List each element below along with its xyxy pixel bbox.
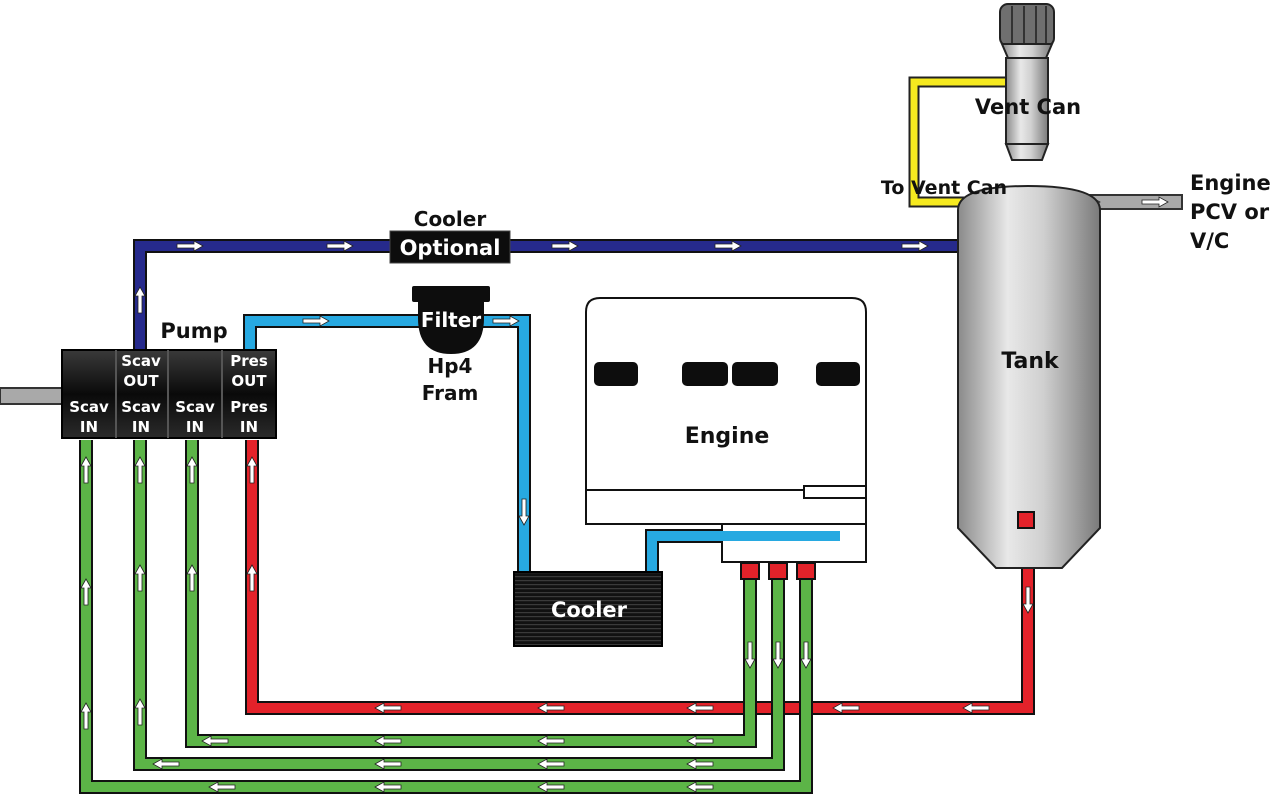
flow-arrow-icon <box>374 735 402 747</box>
flow-arrow-icon <box>208 781 236 793</box>
flow-arrow-icon <box>772 641 784 669</box>
cooler-label: Cooler <box>551 598 628 622</box>
flow-arrow-icon <box>134 456 146 484</box>
flow-arrow-icon <box>246 564 258 592</box>
vent-line <box>908 76 1010 208</box>
flow-arrow-icon <box>551 240 579 252</box>
pump-label: Pump <box>160 319 227 343</box>
filter-label: Filter <box>421 308 481 332</box>
flow-arrow-icon <box>134 564 146 592</box>
pump-port-label: Pres <box>230 352 268 370</box>
flow-arrow-icon <box>374 758 402 770</box>
flow-arrow-icon <box>686 781 714 793</box>
scavenge-in-line-2 <box>133 440 785 771</box>
engine-pcv-label-3: V/C <box>1190 229 1229 253</box>
engine-label: Engine <box>685 424 770 449</box>
pump-port-label: Scav <box>121 398 161 416</box>
flow-arrow-icon <box>800 641 812 669</box>
flow-arrow-icon <box>80 578 92 606</box>
pump-port-label: IN <box>80 418 98 436</box>
flow-arrow-icon <box>246 456 258 484</box>
engine: Engine <box>585 297 867 563</box>
filter-model-2: Fram <box>422 381 479 405</box>
flow-arrow-icon <box>186 564 198 592</box>
pump-port-label: OUT <box>231 372 267 390</box>
flow-arrow-icon <box>492 315 520 327</box>
pump-port-label: IN <box>132 418 150 436</box>
flow-arrow-icon <box>686 735 714 747</box>
oil-filter: Filter Hp4 Fram <box>412 286 490 405</box>
tank-label: Tank <box>1001 349 1060 374</box>
flow-arrow-icon <box>537 735 565 747</box>
flow-arrow-icon <box>134 286 146 314</box>
pump-port-label: OUT <box>123 372 159 390</box>
flow-arrow-icon <box>686 758 714 770</box>
engine-pcv-label-1: Engine <box>1190 171 1271 195</box>
flow-arrow-icon <box>80 702 92 730</box>
optional-cooler-label: Cooler <box>414 207 487 231</box>
flow-arrow-icon <box>152 758 180 770</box>
flow-arrow-icon <box>714 240 742 252</box>
flow-arrow-icon <box>176 240 204 252</box>
flow-arrow-icon <box>134 698 146 726</box>
optional-cooler: Cooler Optional <box>389 207 511 264</box>
flow-arrow-icon <box>326 240 354 252</box>
pressure-out-line <box>243 314 531 574</box>
engine-pcv-label-2: PCV or <box>1190 200 1270 224</box>
flow-arrow-icon <box>302 315 330 327</box>
flow-arrow-icon <box>537 781 565 793</box>
oil-pump: Pump ScavOUTPresOUTScavINScavINScavINPre… <box>0 319 277 439</box>
flow-arrow-icon <box>962 702 990 714</box>
optional-label: Optional <box>400 236 501 260</box>
flow-arrow-icon <box>901 240 929 252</box>
oil-tank: Tank <box>957 184 1101 569</box>
flow-arrow-icon <box>1022 586 1034 614</box>
scavenge-out-line <box>133 239 1006 352</box>
scavenge-fittings <box>740 562 816 580</box>
flow-arrow-icon <box>832 702 860 714</box>
pump-port-label: Scav <box>121 352 161 370</box>
pump-port-label: Scav <box>69 398 109 416</box>
flow-arrow-icon <box>374 781 402 793</box>
to-vent-can-label: To Vent Can <box>881 177 1007 199</box>
oil-cooler: Cooler <box>513 571 663 647</box>
filter-model-1: Hp4 <box>428 354 473 378</box>
flow-arrow-icon <box>80 456 92 484</box>
flow-arrow-icon <box>744 641 756 669</box>
pump-port-label: IN <box>186 418 204 436</box>
flow-arrow-icon <box>537 758 565 770</box>
flow-arrow-icon <box>186 456 198 484</box>
pump-port-label: IN <box>240 418 258 436</box>
flow-arrow-icon <box>537 702 565 714</box>
pump-port-label: Pres <box>230 398 268 416</box>
flow-arrow-icon <box>686 702 714 714</box>
flow-arrow-icon <box>518 498 530 526</box>
scavenge-in-line-3 <box>79 440 813 794</box>
flow-arrow-icon <box>201 735 229 747</box>
vent-can-label: Vent Can <box>975 95 1081 119</box>
flow-arrows <box>80 196 1169 793</box>
flow-arrow-icon <box>374 702 402 714</box>
pump-port-label: Scav <box>175 398 215 416</box>
vent-can: Vent Can <box>975 3 1081 161</box>
flow-arrow-icon <box>1141 196 1169 208</box>
